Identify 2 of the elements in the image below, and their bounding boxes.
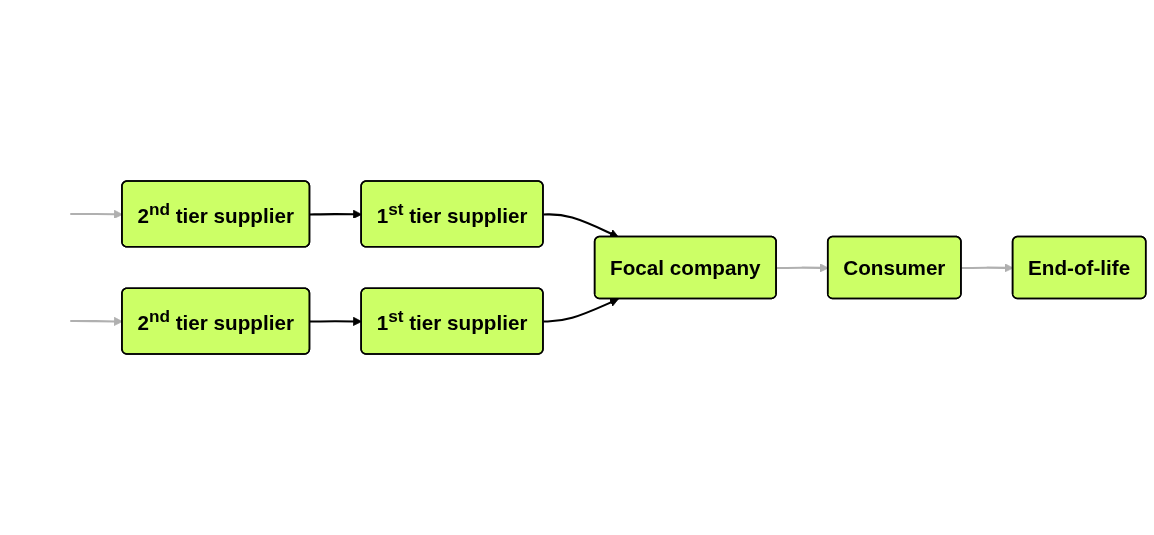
arrow <box>543 298 619 323</box>
arrow <box>543 213 619 238</box>
